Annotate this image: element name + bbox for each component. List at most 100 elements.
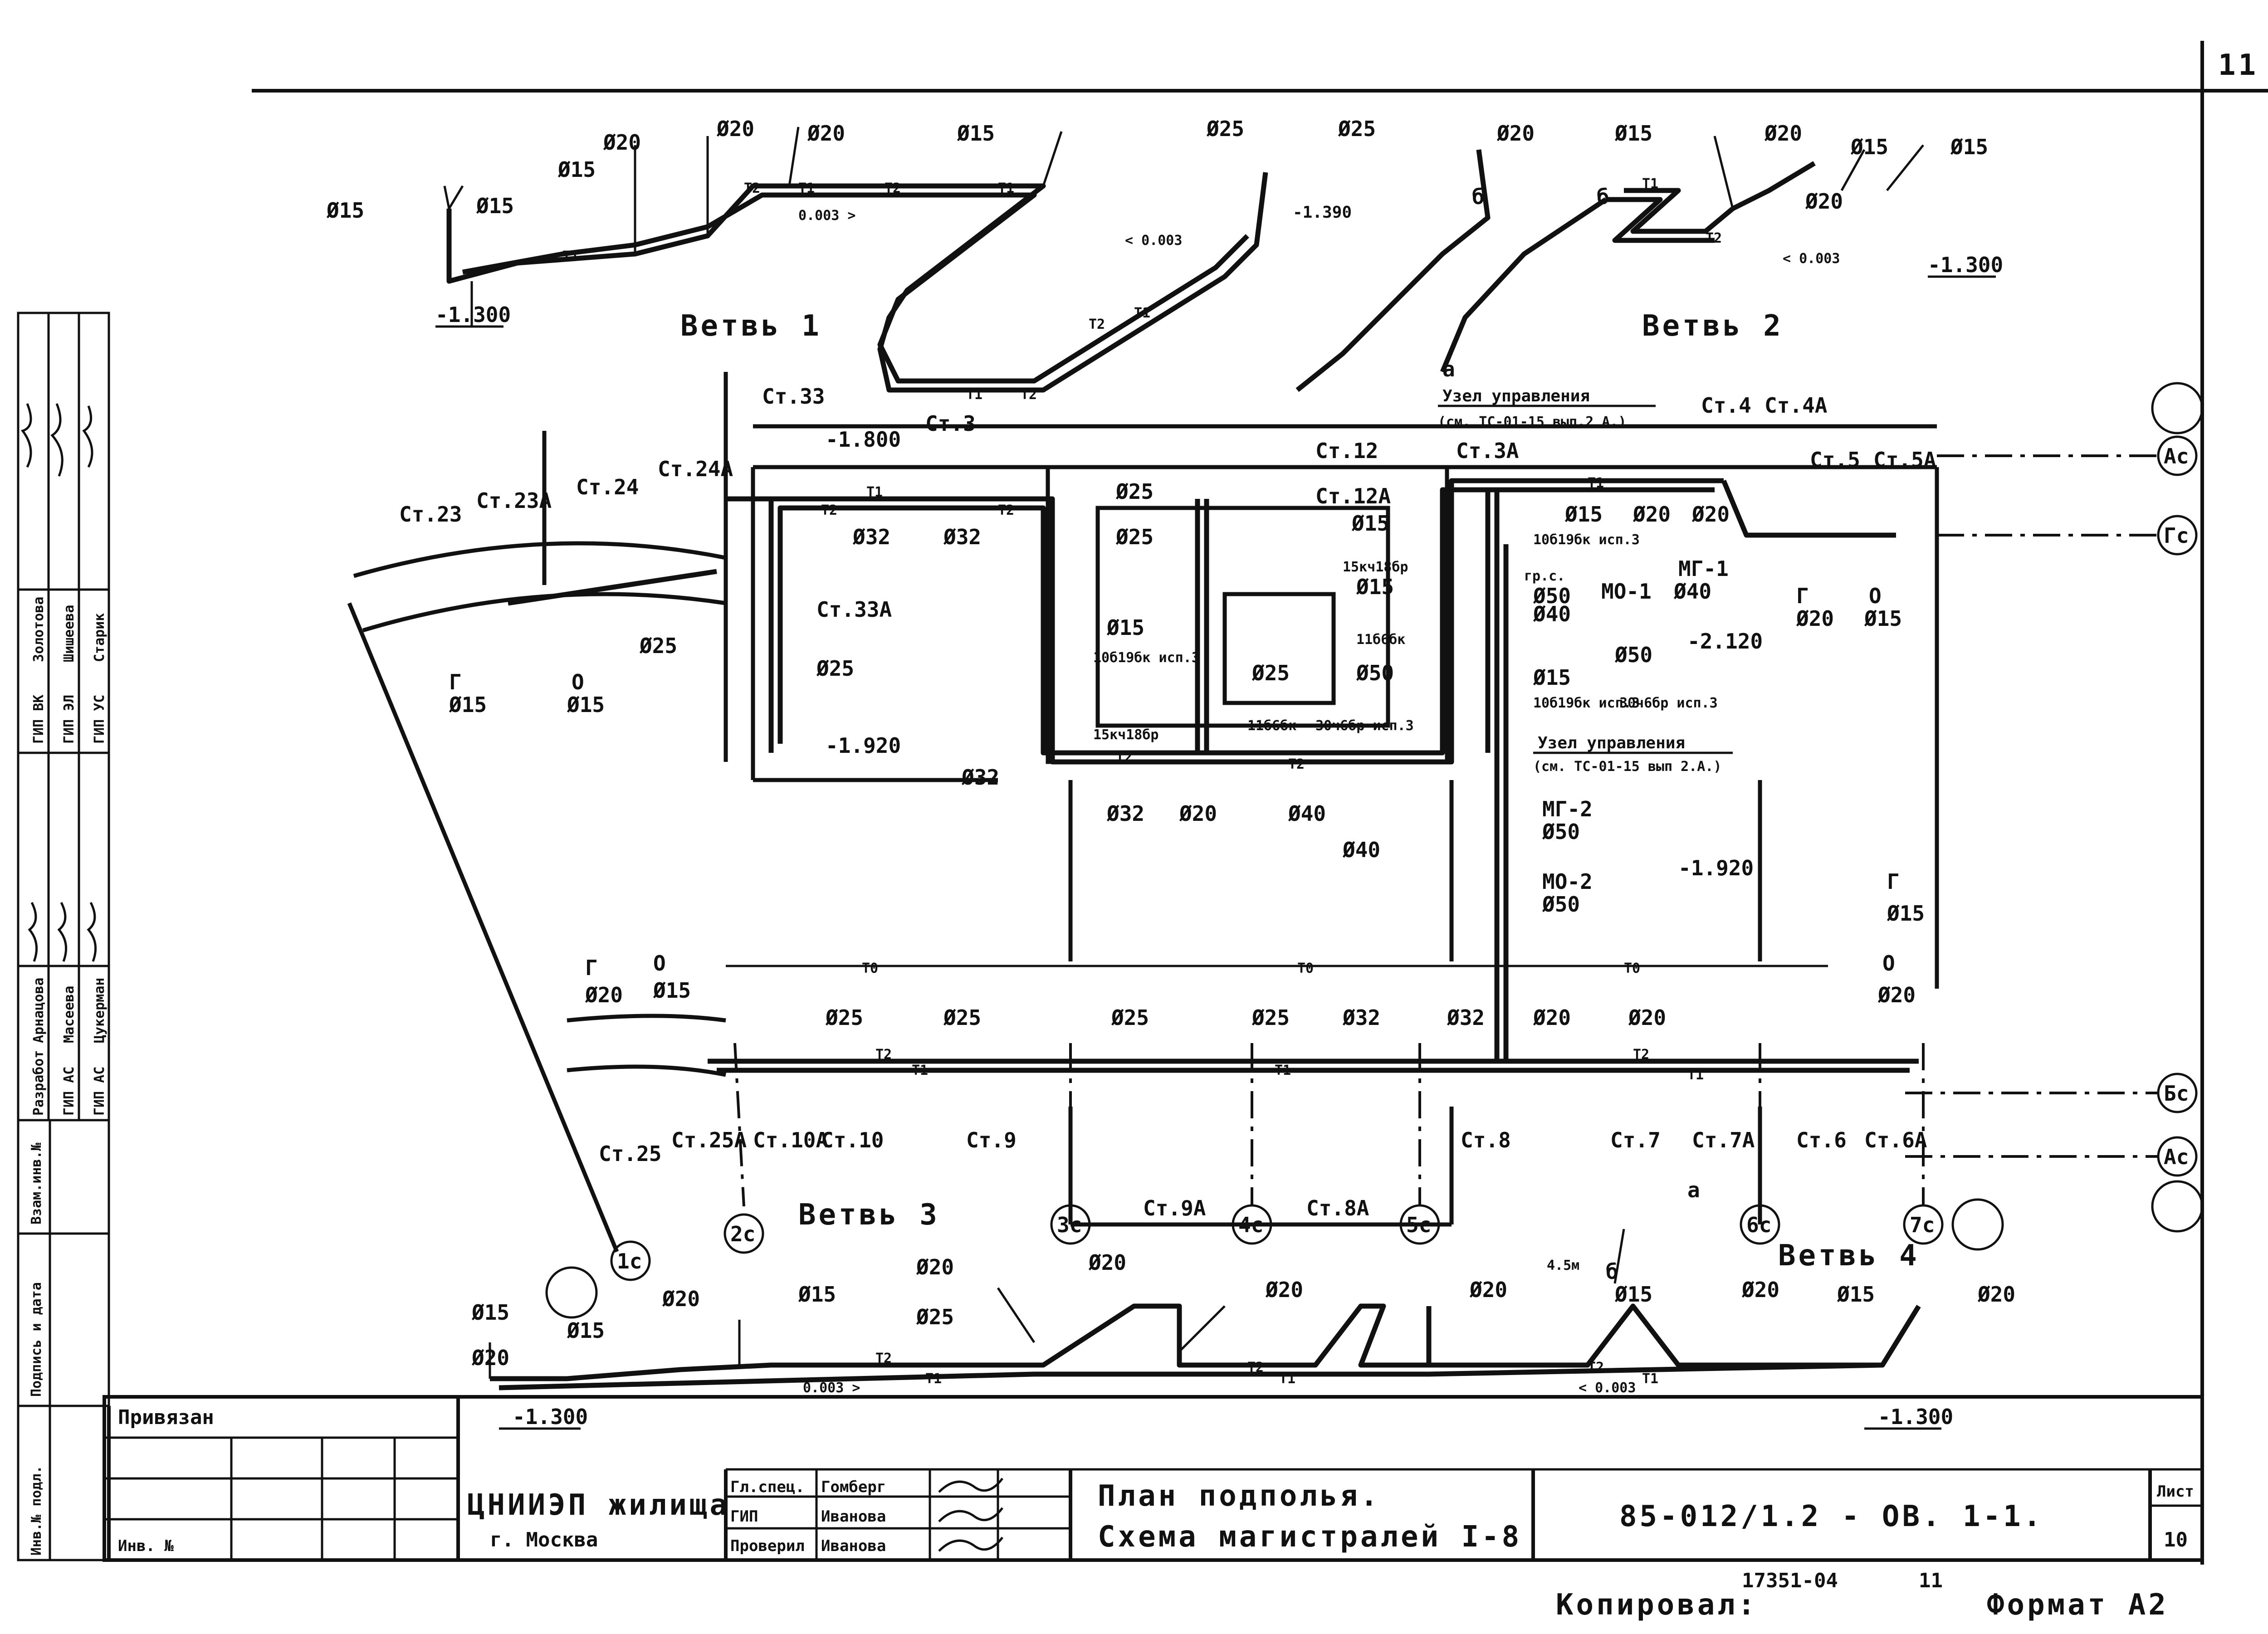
riser-label: Ст.9 [966,1128,1017,1152]
point-letter: а [1687,1178,1700,1202]
point-letter: б [1597,185,1609,209]
line-tag-t0: Т0 [1624,961,1640,976]
riser-label: Ст.33А [816,597,892,622]
diameter-label: Ø20 [1628,1005,1666,1030]
diameter-label: Ø20 [1877,983,1916,1007]
axis-bubble-7c: 7с [1903,1204,1944,1245]
diameter-label: Ø50 [1542,892,1580,917]
level-mark: -1.920 [826,733,901,758]
letter-mark: Г [449,670,462,694]
point-letter: б [1606,1259,1618,1284]
riser-label: Ст.3 [925,411,976,436]
valve-label: гр.с. [1524,568,1565,584]
line-tag-t2: Т2 [1706,230,1722,246]
line-tag-t1: Т1 [1279,1371,1295,1387]
level-mark: -1.920 [1678,856,1754,880]
line-tag-t1: Т1 [1275,1063,1291,1078]
diameter-label: Ø50 [1533,584,1571,608]
riser-label: Ст.23А [476,488,552,513]
axis-empty-bubble [545,1266,598,1319]
level-mark: -2.120 [1687,629,1763,654]
axis-bubble-ac: Ас [2157,435,2198,476]
diameter-label: Ø20 [716,117,754,141]
slope-label: 0.003 > [798,208,855,224]
riser-label: Ст.23 [399,502,462,527]
svg-text:Ас: Ас [2164,1145,2189,1169]
diameter-label: Ø20 [603,130,641,155]
device-label: МГ-1 [1678,556,1729,581]
line-tag-t1: Т1 [966,387,982,403]
diameter-label: Ø25 [1251,661,1290,685]
copied-by: Копировал: [1556,1588,1758,1622]
level-mark: -1.300 [1928,253,2003,277]
letter-mark: Г [1887,869,1900,894]
line-tag-t2: Т2 [875,1047,892,1063]
signature-mark [50,403,64,477]
sheet-label: Лист [2157,1483,2194,1501]
riser-label: Ст.5А [1873,448,1936,472]
diameter-label: Ø15 [557,157,596,182]
branch-2-label: Ветвь 2 [1642,309,1784,343]
diameter-label: Ø25 [825,1005,863,1030]
diameter-label: Ø40 [1673,579,1711,604]
signature-mark [938,1478,1003,1493]
title-city: г. Москва [490,1528,598,1551]
level-mark: -1.390 [1293,203,1352,222]
axis-empty-bubble [2151,382,2204,434]
control-unit-note-plan: Узел управления (см. ТС-01-15 вып 2.А.) [1533,734,1733,775]
diameter-label: Ø15 [1356,575,1394,599]
diameter-label: Ø40 [1342,838,1380,862]
line-tag-t2: Т2 [744,180,760,196]
valve-label: 15кч18бр [1093,727,1159,743]
level-mark: -1.300 [435,302,511,327]
branch-2-scheme [1295,136,1996,392]
stamp-role-4: ГИП ВК [31,695,47,744]
diameter-label: Ø20 [1741,1278,1779,1302]
line-tag-t0: Т0 [862,961,878,976]
title-role: ГИП [730,1507,758,1526]
diameter-label: Ø32 [943,525,981,549]
diameter-label: Ø32 [1342,1005,1380,1030]
letter-mark: Г [1796,584,1809,608]
length-mark: 4.5м [1547,1258,1579,1273]
svg-text:3с: 3с [1057,1213,1082,1237]
riser-label: Ст.24А [658,457,733,481]
axis-empty-bubble [1951,1198,2004,1251]
riser-label: Ст.12А [1315,484,1391,508]
diameter-label: Ø25 [816,656,854,681]
riser-label: Ст.4А [1765,393,1827,418]
sheet-number: 11 [2218,49,2258,82]
valve-label: 15кч18бр [1343,559,1408,575]
riser-label: Ст.24 [576,475,639,499]
line-tag-t2: Т2 [1288,756,1305,772]
riser-label: Ст.5 [1810,448,1860,472]
svg-text:Узел управления: Узел управления [1442,387,1590,405]
diameter-label: Ø20 [1179,801,1217,826]
level-mark: -1.300 [513,1405,588,1429]
letter-mark: О [653,951,666,976]
axis-bubble-4c: 4с [1232,1204,1272,1245]
diameter-label: Ø20 [1796,606,1834,631]
riser-label: Ст.7 [1610,1128,1661,1152]
diameter-label: Ø25 [1251,1005,1290,1030]
signature-mark [938,1507,1003,1522]
diameter-label: Ø40 [1533,602,1571,626]
diameter-label: Ø15 [798,1282,836,1307]
diameter-label: Ø25 [1115,479,1154,504]
svg-text:4с: 4с [1238,1213,1263,1237]
svg-text:Ас: Ас [2164,444,2189,468]
drawing-title-line-2: Схема магистралей I-8 [1098,1520,1522,1554]
axis-bubble-6c: 6с [1740,1204,1780,1245]
riser-label: Ст.10 [821,1128,884,1152]
axis-bubble-bc: Бс [2157,1073,2198,1113]
line-tag-t2: Т2 [1588,1360,1604,1375]
drawing-title-line-1: План подполья. [1098,1479,1380,1513]
signature-mark [938,1536,1003,1552]
signature-mark [20,403,32,468]
diameter-label: Ø32 [852,525,890,549]
diameter-label: Ø15 [471,1300,509,1325]
stamp-name-6: Старик [92,613,108,662]
line-tag-t1: Т1 [925,1371,942,1387]
diameter-label: Ø20 [585,983,623,1007]
